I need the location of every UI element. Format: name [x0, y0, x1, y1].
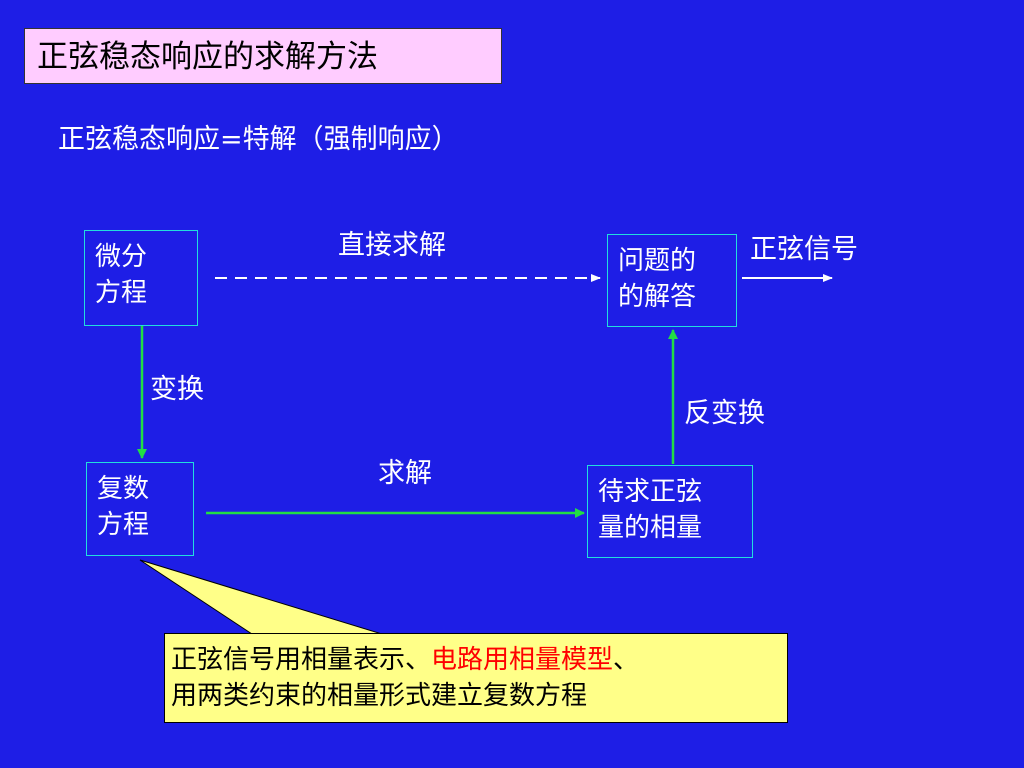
callout-pointer: [139, 559, 383, 635]
callout-line-1-prefix: 正弦信号用相量表示、: [171, 645, 432, 675]
callout-line-2: 用两类约束的相量形式建立复数方程: [171, 681, 588, 711]
callout-note: 正弦信号用相量表示、电路用相量模型、 用两类约束的相量形式建立复数方程: [164, 633, 788, 723]
label-solve: 求解: [378, 458, 432, 489]
label-sinusoidal-signal: 正弦信号: [750, 234, 858, 265]
callout-highlight: 电路用相量模型: [431, 645, 614, 675]
node-phasor-to-find: 待求正弦 量的相量: [587, 465, 753, 558]
label-inverse-transform: 反变换: [684, 398, 765, 429]
node-problem-solution: 问题的 的解答: [607, 234, 737, 327]
callout-line-1: 正弦信号用相量表示、电路用相量模型、: [171, 642, 787, 678]
label-transform: 变换: [150, 374, 204, 405]
callout-line-1-suffix: 、: [613, 645, 640, 675]
page-subtitle: 正弦稳态响应=特解（强制响应）: [58, 124, 459, 155]
label-direct-solve: 直接求解: [338, 230, 446, 261]
node-complex-equation: 复数 方程: [86, 462, 194, 556]
node-differential-equation: 微分 方程: [84, 230, 198, 326]
page-title: 正弦稳态响应的求解方法: [24, 28, 502, 84]
